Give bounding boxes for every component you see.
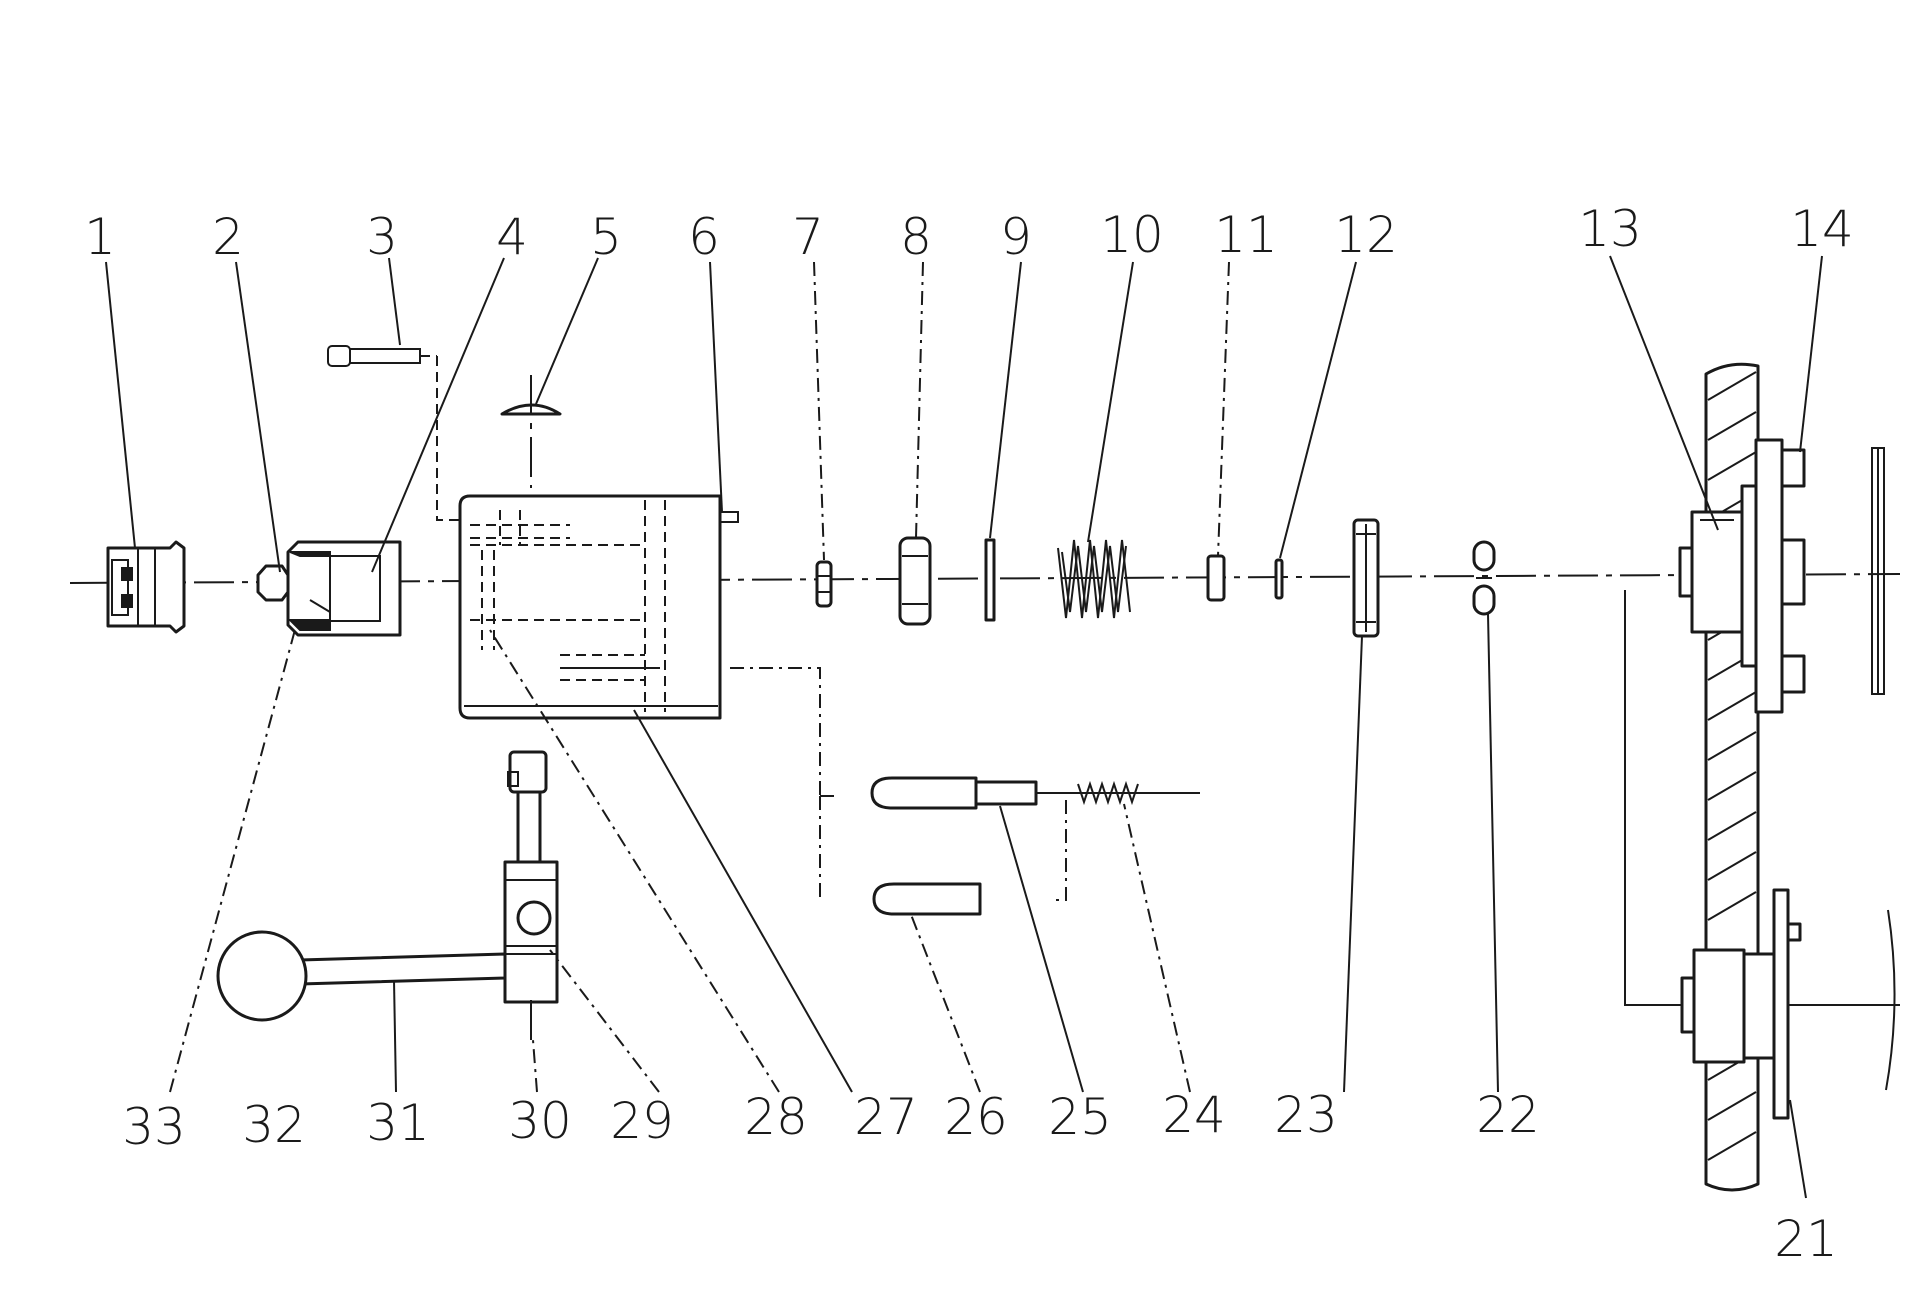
callout-13: 13	[1578, 200, 1642, 258]
callout-3: 3	[366, 208, 398, 266]
callout-30: 30	[508, 1092, 572, 1150]
leader-lines	[105, 255, 1823, 1199]
part-27-main-block	[458, 494, 840, 900]
part-26-pin	[872, 882, 982, 916]
callout-28: 28	[744, 1088, 808, 1146]
callout-25: 25	[1048, 1088, 1112, 1146]
part-1-nut	[106, 540, 186, 634]
callout-21: 21	[1774, 1210, 1838, 1268]
callout-24: 24	[1162, 1086, 1226, 1144]
part-31-lever	[216, 930, 507, 1022]
part-5-cap	[500, 375, 562, 488]
callout-7: 7	[792, 208, 824, 266]
part-13-hub	[1678, 510, 1744, 634]
part-32-knob	[216, 930, 308, 1022]
callout-27: 27	[854, 1088, 918, 1146]
part-24-small-spring	[1056, 780, 1139, 901]
callout-22: 22	[1476, 1086, 1540, 1144]
callout-31: 31	[366, 1094, 430, 1152]
part-6-pin	[719, 511, 739, 523]
part-10-spring	[1057, 539, 1131, 619]
callout-4: 4	[496, 208, 528, 266]
callout-32: 32	[242, 1096, 306, 1154]
callout-6: 6	[688, 208, 720, 266]
callout-14: 14	[1790, 200, 1854, 258]
callout-33: 33	[122, 1098, 186, 1156]
callout-11: 11	[1214, 206, 1278, 264]
part-14-flange	[1740, 438, 1885, 714]
part-9-washer	[984, 538, 996, 622]
callout-26: 26	[944, 1088, 1008, 1146]
part-21-lower-hub	[1680, 888, 1896, 1120]
part-12-clip	[1274, 558, 1284, 600]
callout-12: 12	[1334, 206, 1398, 264]
callout-10: 10	[1100, 206, 1164, 264]
part-8-ring	[898, 536, 932, 626]
part-30-shaft	[503, 750, 559, 1040]
part-2-fitting	[256, 540, 402, 637]
callout-2: 2	[212, 208, 244, 266]
callout-1: 1	[84, 208, 116, 266]
callout-29: 29	[610, 1092, 674, 1150]
part-23-cup	[1352, 518, 1380, 638]
part-3-screw	[327, 345, 470, 521]
callout-23: 23	[1274, 1086, 1338, 1144]
callout-labels: 1 2 3 4 5 6 7 8 9 10 11 12 13 14 21 22 2…	[84, 200, 1854, 1268]
callout-8: 8	[900, 208, 932, 266]
part-22-gasket	[1472, 540, 1496, 616]
main-axis-line	[69, 573, 1901, 584]
lower-axis-line	[1624, 590, 1900, 1006]
callout-5: 5	[590, 208, 622, 266]
part-7-insert	[815, 560, 833, 608]
part-25-plunger	[870, 776, 1200, 810]
callout-9: 9	[1000, 208, 1032, 266]
part-11-bushing	[1206, 554, 1226, 602]
